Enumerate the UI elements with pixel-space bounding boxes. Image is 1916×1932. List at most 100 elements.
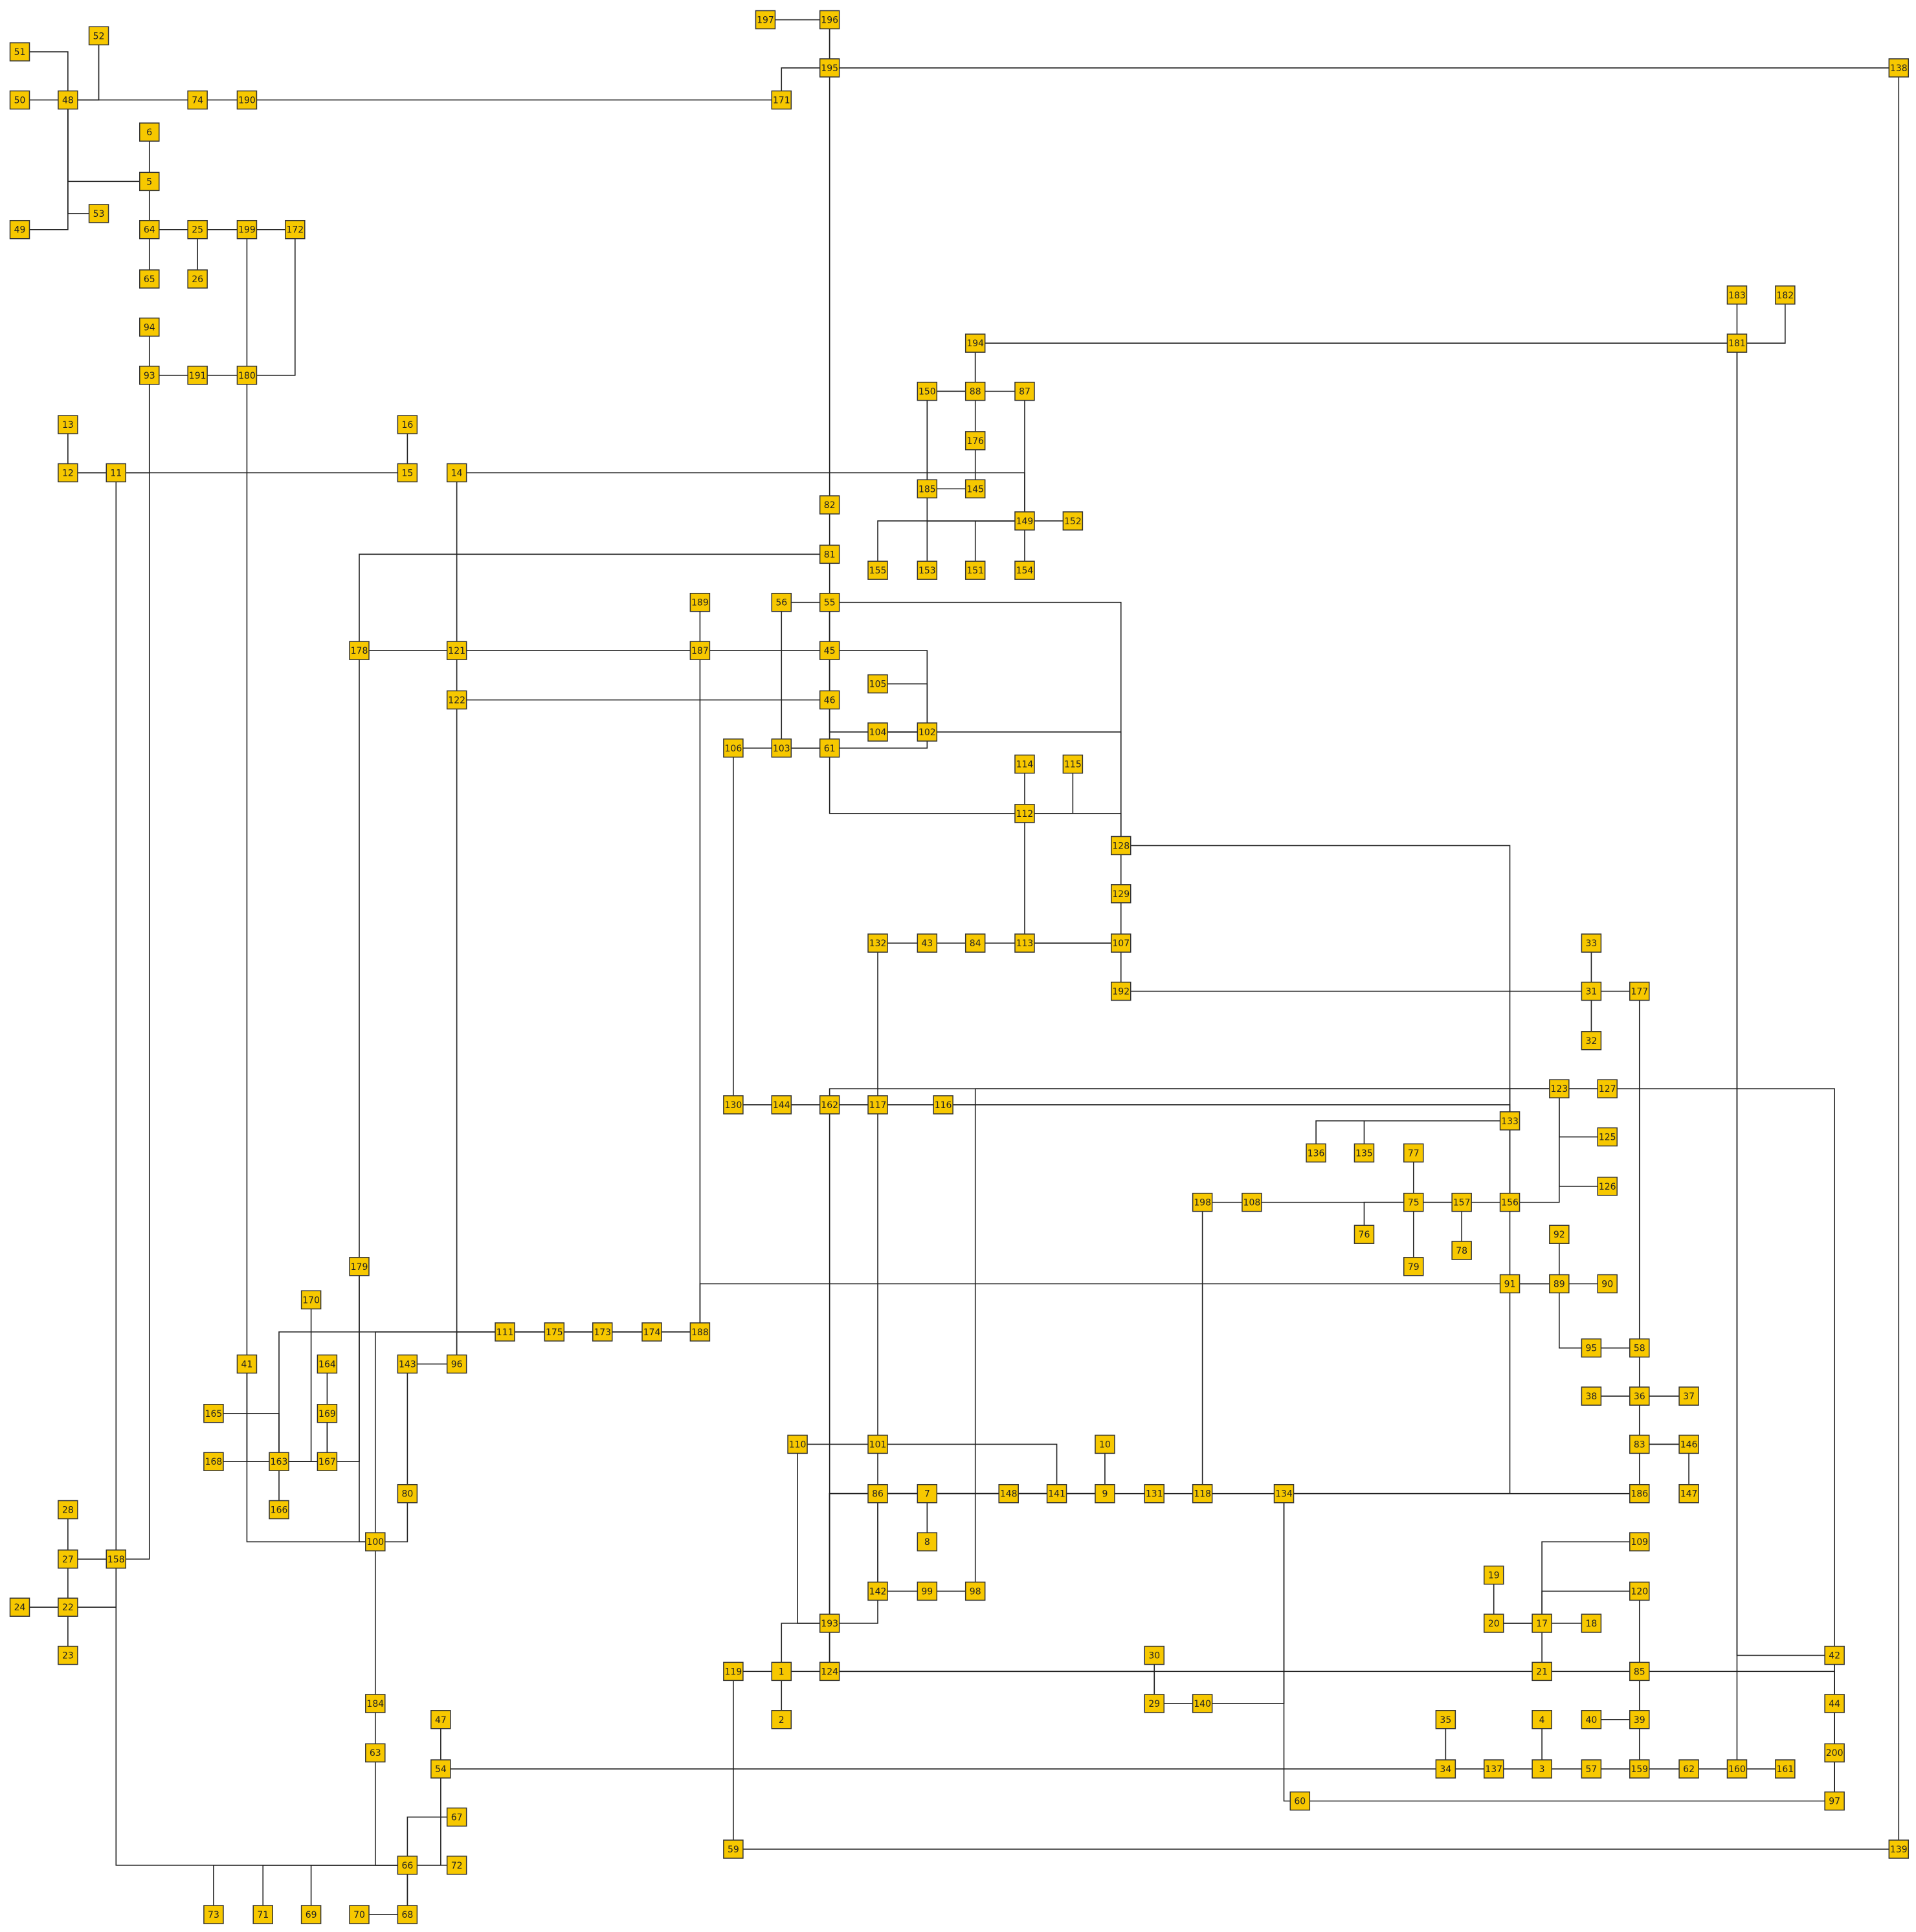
node-95[interactable]: 95 <box>1581 1338 1602 1358</box>
node-25[interactable]: 25 <box>187 219 208 239</box>
node-138[interactable]: 138 <box>1888 58 1910 78</box>
node-139[interactable]: 139 <box>1888 1839 1910 1859</box>
node-165[interactable]: 165 <box>203 1404 224 1423</box>
node-63[interactable]: 63 <box>365 1743 386 1762</box>
node-38[interactable]: 38 <box>1581 1386 1602 1406</box>
node-44[interactable]: 44 <box>1824 1694 1845 1713</box>
node-49[interactable]: 49 <box>9 219 30 239</box>
node-109[interactable]: 109 <box>1629 1532 1650 1551</box>
node-92[interactable]: 92 <box>1549 1225 1570 1244</box>
node-94[interactable]: 94 <box>139 317 160 337</box>
node-66[interactable]: 66 <box>397 1856 418 1875</box>
node-36[interactable]: 36 <box>1629 1386 1650 1406</box>
node-118[interactable]: 118 <box>1192 1483 1213 1504</box>
node-161[interactable]: 161 <box>1775 1759 1796 1779</box>
node-42[interactable]: 42 <box>1824 1645 1845 1665</box>
node-171[interactable]: 171 <box>771 90 792 110</box>
node-85[interactable]: 85 <box>1629 1661 1650 1682</box>
node-141[interactable]: 141 <box>1046 1483 1067 1504</box>
node-182[interactable]: 182 <box>1775 285 1796 305</box>
node-152[interactable]: 152 <box>1062 511 1084 531</box>
node-47[interactable]: 47 <box>430 1710 451 1729</box>
node-191[interactable]: 191 <box>187 366 208 385</box>
node-51[interactable]: 51 <box>9 42 30 61</box>
node-135[interactable]: 135 <box>1353 1143 1375 1163</box>
node-159[interactable]: 159 <box>1629 1759 1650 1779</box>
node-98[interactable]: 98 <box>964 1581 986 1601</box>
node-158[interactable]: 158 <box>106 1549 127 1569</box>
node-133[interactable]: 133 <box>1499 1111 1521 1131</box>
node-3[interactable]: 3 <box>1532 1759 1552 1779</box>
node-15[interactable]: 15 <box>397 463 418 483</box>
node-79[interactable]: 79 <box>1403 1257 1424 1276</box>
node-11[interactable]: 11 <box>106 463 127 483</box>
node-84[interactable]: 84 <box>964 933 986 953</box>
node-13[interactable]: 13 <box>58 415 78 434</box>
node-8[interactable]: 8 <box>917 1532 938 1551</box>
node-116[interactable]: 116 <box>933 1095 953 1115</box>
node-35[interactable]: 35 <box>1435 1710 1456 1729</box>
node-7[interactable]: 7 <box>917 1483 938 1504</box>
node-120[interactable]: 120 <box>1629 1581 1650 1601</box>
node-89[interactable]: 89 <box>1549 1274 1570 1294</box>
node-103[interactable]: 103 <box>771 738 792 758</box>
node-21[interactable]: 21 <box>1532 1661 1552 1682</box>
node-181[interactable]: 181 <box>1726 333 1748 353</box>
node-43[interactable]: 43 <box>917 933 938 953</box>
node-145[interactable]: 145 <box>964 479 986 499</box>
node-151[interactable]: 151 <box>964 561 986 580</box>
node-172[interactable]: 172 <box>285 219 306 239</box>
node-150[interactable]: 150 <box>917 381 938 401</box>
node-80[interactable]: 80 <box>397 1483 418 1504</box>
node-14[interactable]: 14 <box>446 463 467 483</box>
node-114[interactable]: 114 <box>1014 754 1035 774</box>
node-31[interactable]: 31 <box>1581 981 1602 1001</box>
node-176[interactable]: 176 <box>964 431 986 450</box>
node-122[interactable]: 122 <box>446 690 467 710</box>
node-83[interactable]: 83 <box>1629 1434 1650 1454</box>
node-28[interactable]: 28 <box>58 1500 78 1520</box>
node-23[interactable]: 23 <box>58 1645 78 1665</box>
node-170[interactable]: 170 <box>300 1290 322 1310</box>
node-108[interactable]: 108 <box>1242 1192 1262 1212</box>
node-146[interactable]: 146 <box>1678 1434 1699 1454</box>
node-200[interactable]: 200 <box>1824 1743 1845 1762</box>
node-61[interactable]: 61 <box>819 738 840 758</box>
node-136[interactable]: 136 <box>1306 1143 1326 1163</box>
node-5[interactable]: 5 <box>139 172 160 192</box>
node-57[interactable]: 57 <box>1581 1759 1602 1779</box>
node-117[interactable]: 117 <box>867 1095 888 1115</box>
node-54[interactable]: 54 <box>430 1759 451 1779</box>
node-40[interactable]: 40 <box>1581 1710 1602 1729</box>
node-96[interactable]: 96 <box>446 1354 467 1374</box>
node-173[interactable]: 173 <box>592 1322 613 1342</box>
node-73[interactable]: 73 <box>203 1905 224 1924</box>
node-193[interactable]: 193 <box>819 1614 840 1633</box>
node-121[interactable]: 121 <box>446 641 467 660</box>
node-194[interactable]: 194 <box>964 333 986 353</box>
node-183[interactable]: 183 <box>1726 285 1748 305</box>
node-77[interactable]: 77 <box>1403 1143 1424 1163</box>
node-132[interactable]: 132 <box>867 933 888 953</box>
node-175[interactable]: 175 <box>544 1322 565 1342</box>
node-148[interactable]: 148 <box>998 1483 1019 1504</box>
node-33[interactable]: 33 <box>1581 933 1602 953</box>
node-91[interactable]: 91 <box>1499 1274 1521 1294</box>
node-20[interactable]: 20 <box>1483 1614 1504 1633</box>
node-188[interactable]: 188 <box>689 1322 711 1342</box>
node-60[interactable]: 60 <box>1289 1791 1311 1811</box>
node-59[interactable]: 59 <box>723 1839 744 1859</box>
node-78[interactable]: 78 <box>1451 1241 1472 1260</box>
node-187[interactable]: 187 <box>689 641 711 660</box>
node-124[interactable]: 124 <box>819 1661 840 1682</box>
node-37[interactable]: 37 <box>1678 1386 1699 1406</box>
node-137[interactable]: 137 <box>1483 1759 1504 1779</box>
node-131[interactable]: 131 <box>1144 1483 1164 1504</box>
node-81[interactable]: 81 <box>819 544 840 564</box>
node-53[interactable]: 53 <box>88 204 109 223</box>
node-48[interactable]: 48 <box>58 90 78 110</box>
node-196[interactable]: 196 <box>819 10 840 30</box>
node-115[interactable]: 115 <box>1062 754 1084 774</box>
node-111[interactable]: 111 <box>495 1322 515 1342</box>
node-55[interactable]: 55 <box>819 592 840 612</box>
